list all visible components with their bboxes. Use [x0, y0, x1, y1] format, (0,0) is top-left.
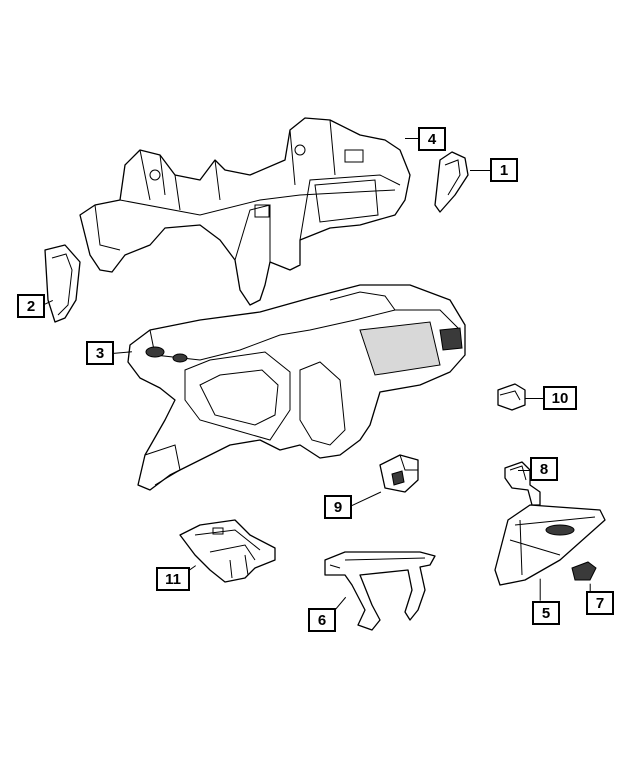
callout-9: 9 [324, 495, 352, 519]
glove-box-latch [571, 561, 597, 581]
cross-car-beam [79, 117, 411, 306]
small-bracket [504, 461, 541, 506]
callout-10: 10 [543, 386, 577, 410]
glove-box [494, 504, 606, 586]
leader-line-8 [518, 470, 530, 472]
bezel-clip [379, 454, 419, 493]
callout-6: 6 [308, 608, 336, 632]
left-end-cap [44, 244, 81, 323]
callout-3: 3 [86, 341, 114, 365]
callout-11: 11 [156, 567, 190, 591]
callout-8: 8 [530, 457, 558, 481]
leader-line-1 [470, 170, 492, 172]
leader-line-10 [525, 398, 543, 400]
leader-line-4 [405, 138, 420, 140]
right-end-cap [434, 151, 469, 213]
callout-7: 7 [586, 591, 614, 615]
support-bracket [324, 551, 436, 631]
callout-5: 5 [532, 601, 560, 625]
callout-2: 2 [17, 294, 45, 318]
center-support [179, 519, 276, 583]
callout-1: 1 [490, 158, 518, 182]
instrument-panel [127, 284, 466, 491]
leader-line-5 [539, 578, 541, 601]
callout-4: 4 [418, 127, 446, 151]
duct-connector [497, 383, 526, 411]
